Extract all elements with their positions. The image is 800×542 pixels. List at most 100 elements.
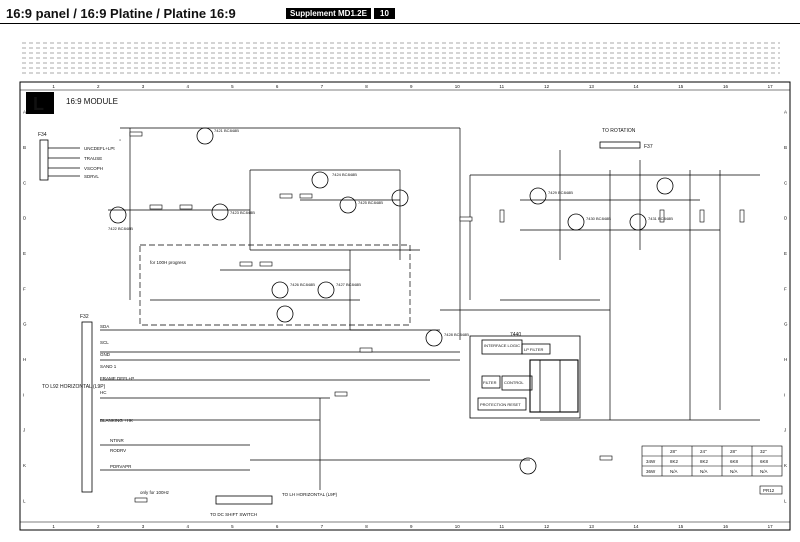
table-r1c0: 34W bbox=[646, 459, 656, 464]
transistor-label-2: 7422 BC848B bbox=[108, 226, 133, 231]
ic-logic-label: INTERFACE LOGIC bbox=[484, 343, 520, 348]
table-r1c3: 6K8 bbox=[730, 459, 739, 464]
ruler-row-D: D bbox=[23, 216, 27, 221]
ruler-row-D: D bbox=[784, 216, 788, 221]
supplement-badge: Supplement MD1.2E bbox=[286, 8, 371, 19]
f32-pin-9: RODRV bbox=[110, 448, 126, 453]
ic-lpfilter-label: LP FILTER bbox=[524, 347, 544, 352]
ruler-col-10: 10 bbox=[455, 84, 461, 89]
100hz-note: only for 100Hz bbox=[140, 490, 170, 495]
f37-label: F37 bbox=[644, 144, 653, 150]
table-r1c4: 6K8 bbox=[760, 459, 769, 464]
ruler-row-B: B bbox=[23, 145, 26, 150]
transistor-label-4: 7424 BC848B bbox=[332, 172, 357, 177]
ruler-row-K: K bbox=[784, 463, 787, 468]
f32-pin-2: SCL bbox=[100, 340, 109, 345]
transistor-label-10: 7430 BC848B bbox=[586, 216, 611, 221]
table-ref: PR12 bbox=[763, 488, 775, 493]
ruler-row-C: C bbox=[23, 180, 27, 185]
f32-pin-1: SDA bbox=[100, 324, 109, 329]
ruler-row-H: H bbox=[23, 357, 26, 362]
ruler-col-1: 1 bbox=[52, 524, 55, 529]
transistor-label-3: 7423 BC848B bbox=[230, 210, 255, 215]
rotation-label: TO ROTATION bbox=[602, 128, 636, 134]
transistor-label-11: 7431 BC848B bbox=[648, 216, 673, 221]
f34-label: F34 bbox=[38, 132, 47, 138]
table-h4: 32" bbox=[760, 449, 767, 454]
ic-blocks bbox=[469, 335, 581, 419]
table-ref-box bbox=[759, 485, 783, 495]
transistor-label-7: 7427 BC848B bbox=[336, 282, 361, 287]
ruler-row-I: I bbox=[784, 392, 785, 397]
transistor-label-6: 7426 BC848B bbox=[290, 282, 315, 287]
dc-shift-label: TO DC SHIFT SWITCH bbox=[210, 512, 257, 517]
ruler-col-15: 15 bbox=[678, 84, 684, 89]
ic-protection-label: PROTECTION RESET bbox=[480, 402, 521, 407]
connector-dc-shift bbox=[215, 495, 273, 505]
ruler-row-G: G bbox=[784, 322, 788, 327]
ruler-col-16: 16 bbox=[723, 524, 729, 529]
ruler-col-12: 12 bbox=[544, 84, 550, 89]
f32-pin-8: NTINR bbox=[110, 438, 124, 443]
ruler-col-9: 9 bbox=[410, 84, 413, 89]
transistor-label-9: 7429 BC848B bbox=[548, 190, 573, 195]
f34-pin-3: VSCOPH bbox=[84, 166, 103, 171]
connector-f34 bbox=[39, 139, 121, 181]
ruler-col-2: 2 bbox=[97, 84, 100, 89]
ruler-row-F: F bbox=[784, 286, 787, 291]
f32-label: F32 bbox=[80, 314, 89, 320]
ruler-col-3: 3 bbox=[142, 84, 145, 89]
ruler-col-2: 2 bbox=[97, 524, 100, 529]
ruler-col-15: 15 bbox=[678, 524, 684, 529]
ruler-row-E: E bbox=[784, 251, 787, 256]
panel-title: 16:9 MODULE bbox=[66, 97, 118, 106]
resistor-symbols bbox=[129, 131, 745, 503]
f32-pin-5: FRAME DEFL+P bbox=[100, 376, 134, 381]
connector-f37 bbox=[599, 141, 641, 149]
ruler-col-5: 5 bbox=[231, 524, 234, 529]
f32-pin-6: HC bbox=[100, 390, 107, 395]
ruler-col-12: 12 bbox=[544, 524, 550, 529]
ruler-row-G: G bbox=[23, 322, 27, 327]
ruler-col-16: 16 bbox=[723, 84, 729, 89]
table-r2c2: N/A bbox=[700, 469, 708, 474]
transistor-label-5: 7425 BC848B bbox=[358, 200, 383, 205]
ruler-col-14: 14 bbox=[634, 524, 640, 529]
ruler-row-J: J bbox=[784, 428, 786, 433]
ruler-col-7: 7 bbox=[321, 84, 324, 89]
table-r2c4: N/A bbox=[760, 469, 768, 474]
ruler-row-L: L bbox=[784, 498, 787, 503]
ruler-row-K: K bbox=[23, 463, 26, 468]
ruler-col-17: 17 bbox=[768, 524, 774, 529]
table-h1: 28" bbox=[670, 449, 677, 454]
table-r1c1: 8K2 bbox=[670, 459, 679, 464]
ruler-col-14: 14 bbox=[634, 84, 640, 89]
ruler-row-A: A bbox=[784, 110, 787, 115]
transistor-symbols bbox=[109, 127, 674, 475]
ruler-row-F: F bbox=[23, 286, 26, 291]
page-number-badge: 10 bbox=[374, 8, 395, 19]
ruler-col-6: 6 bbox=[276, 84, 279, 89]
f32-pin-10: PDRVAPR bbox=[110, 464, 132, 469]
value-table bbox=[641, 445, 783, 477]
panel-badge bbox=[26, 92, 54, 114]
f32-pin-3: GND bbox=[100, 352, 111, 357]
f34-pin-2: TRAUSE bbox=[84, 156, 102, 161]
ruler-col-5: 5 bbox=[231, 84, 234, 89]
ruler-row-A: A bbox=[23, 110, 26, 115]
transistor-label-1: 7421 BC848B bbox=[214, 128, 239, 133]
ruler-col-10: 10 bbox=[455, 524, 461, 529]
ruler-col-6: 6 bbox=[276, 524, 279, 529]
ruler-col-13: 13 bbox=[589, 524, 595, 529]
ruler-row-H: H bbox=[784, 357, 787, 362]
f34-pin-1: UNCDEFL+LPt bbox=[84, 146, 115, 151]
ic-filter-label: FILTER bbox=[483, 380, 497, 385]
ruler-col-11: 11 bbox=[499, 84, 504, 89]
header-rule bbox=[0, 23, 800, 24]
table-r1c2: 8K2 bbox=[700, 459, 709, 464]
